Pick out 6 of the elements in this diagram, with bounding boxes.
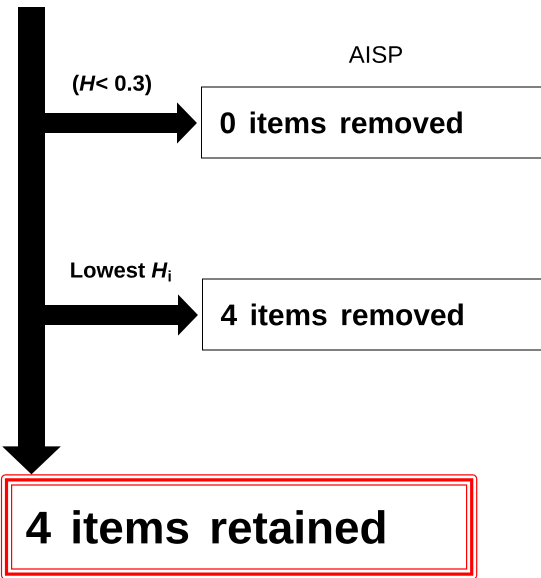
result-box: 4 items retained <box>0 474 478 578</box>
edge-label: (H< 0.3) <box>70 74 154 96</box>
heading: AISP <box>348 46 402 63</box>
edge-label: Lowest H$_{i}$ <box>68 261 174 283</box>
process-box: 4 items removed <box>202 278 541 350</box>
process-box: 0 items removed <box>201 86 541 158</box>
